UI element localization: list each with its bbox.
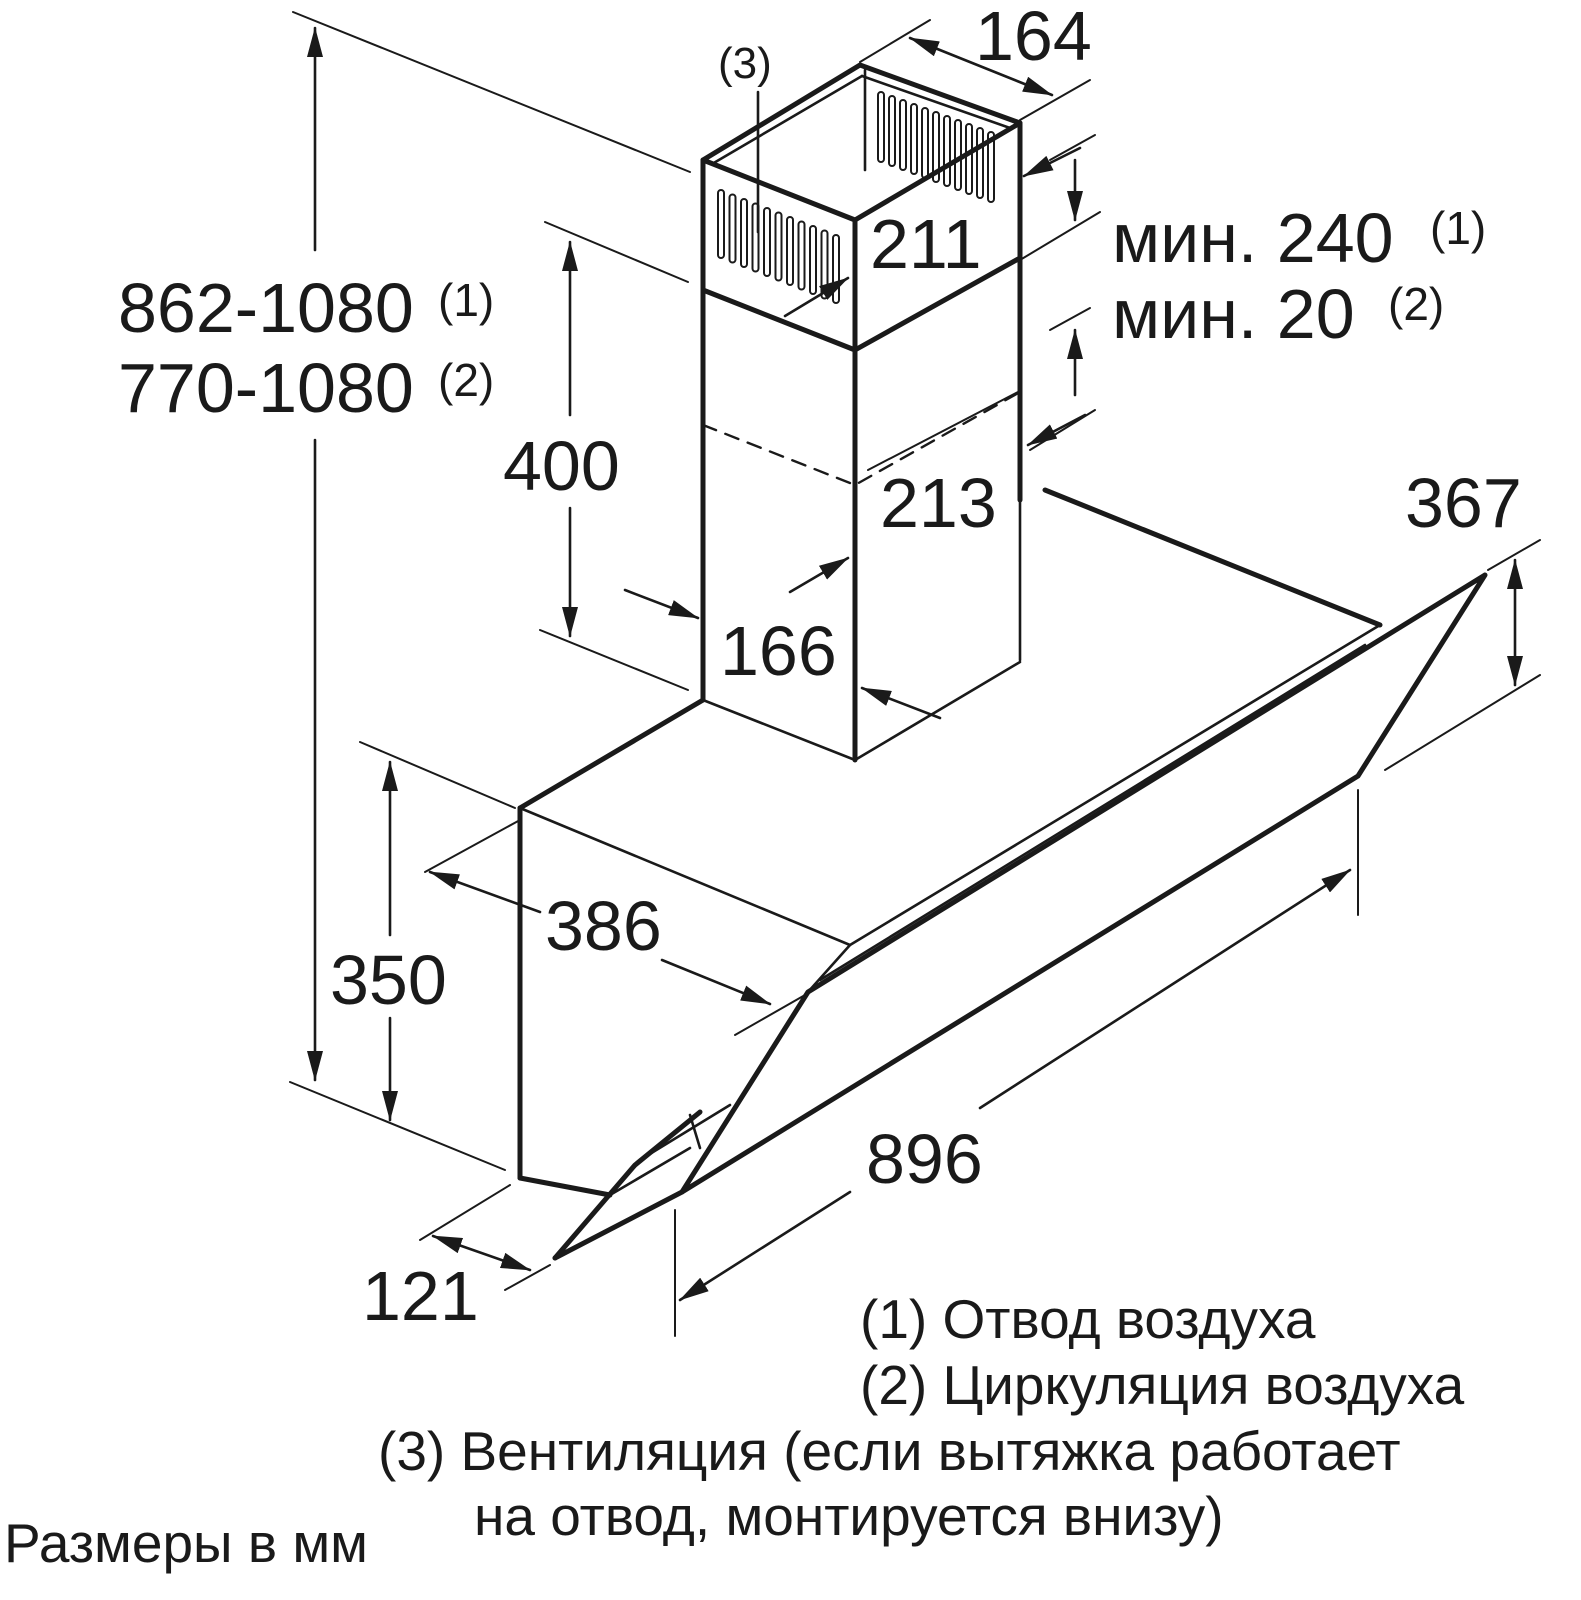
label-height-exhaust: 862-1080 — [118, 269, 414, 347]
label-body-depth: 386 — [545, 887, 662, 965]
vent-slot — [877, 91, 885, 163]
label-min-exhaust: мин. 240 — [1112, 199, 1394, 277]
label-chimney-inner-depth: 213 — [880, 464, 997, 542]
vent-slot — [774, 211, 783, 282]
label-height-recirc: 770-1080 — [118, 349, 414, 427]
label-chimney-base-width: 166 — [720, 612, 837, 690]
vent-slot — [820, 229, 829, 300]
vent-slots-back — [877, 91, 995, 203]
label-min-recirc: мин. 20 — [1112, 275, 1355, 353]
dimension-lines — [289, 11, 1541, 1337]
vent-slot — [899, 99, 907, 171]
legend-item-recirculation: (2) Циркуляция воздуха — [860, 1354, 1465, 1416]
vent-slot — [965, 123, 973, 195]
chimney-upper — [700, 62, 1023, 353]
vent-slot — [987, 131, 995, 203]
vent-slot — [910, 103, 918, 175]
vent-slot — [954, 119, 962, 191]
vent-slot — [740, 198, 748, 268]
label-min-exhaust-marker: (1) — [1430, 202, 1486, 254]
label-min-recirc-marker: (2) — [1388, 278, 1444, 330]
legend-item-ventilation: (3) Вентиляция (если вытяжка работает — [378, 1420, 1401, 1482]
vent-slot — [763, 207, 771, 277]
legend: (1) Отвод воздуха (2) Циркуляция воздуха… — [4, 1288, 1465, 1574]
vent-slot — [976, 127, 984, 199]
label-height-exhaust-marker: (1) — [438, 274, 494, 326]
label-vent-marker: (3) — [718, 39, 772, 88]
vent-slot — [932, 111, 940, 183]
vent-slot — [943, 115, 951, 187]
chimney-lower — [700, 255, 1023, 763]
vent-slot — [832, 234, 840, 304]
label-bottom-depth: 121 — [362, 1257, 479, 1335]
vent-slot — [809, 225, 817, 295]
label-top-width: 164 — [975, 0, 1092, 75]
vent-slot — [751, 202, 760, 273]
vent-slots-front — [717, 189, 840, 304]
label-hood-depth: 367 — [1405, 464, 1522, 542]
vent-slot — [786, 216, 794, 286]
vent-slot — [797, 220, 806, 291]
vent-slot — [888, 95, 896, 167]
label-height-recirc-marker: (2) — [438, 354, 494, 406]
legend-item-ventilation-note: на отвод, монтируется внизу) — [474, 1485, 1224, 1547]
label-body-height: 350 — [330, 941, 447, 1019]
vent-slot — [728, 193, 737, 264]
vent-slot — [717, 189, 725, 259]
units-note: Размеры в мм — [4, 1512, 368, 1574]
vent-slot — [921, 107, 929, 179]
label-lower-chimney-height: 400 — [503, 427, 620, 505]
legend-item-exhaust: (1) Отвод воздуха — [860, 1288, 1316, 1350]
hood-body — [517, 487, 1488, 1261]
label-hood-width: 896 — [866, 1120, 983, 1198]
label-top-depth: 211 — [870, 205, 982, 283]
dimension-labels: 862-1080 (1) 770-1080 (2) 164 (3) 211 ми… — [118, 0, 1522, 1335]
